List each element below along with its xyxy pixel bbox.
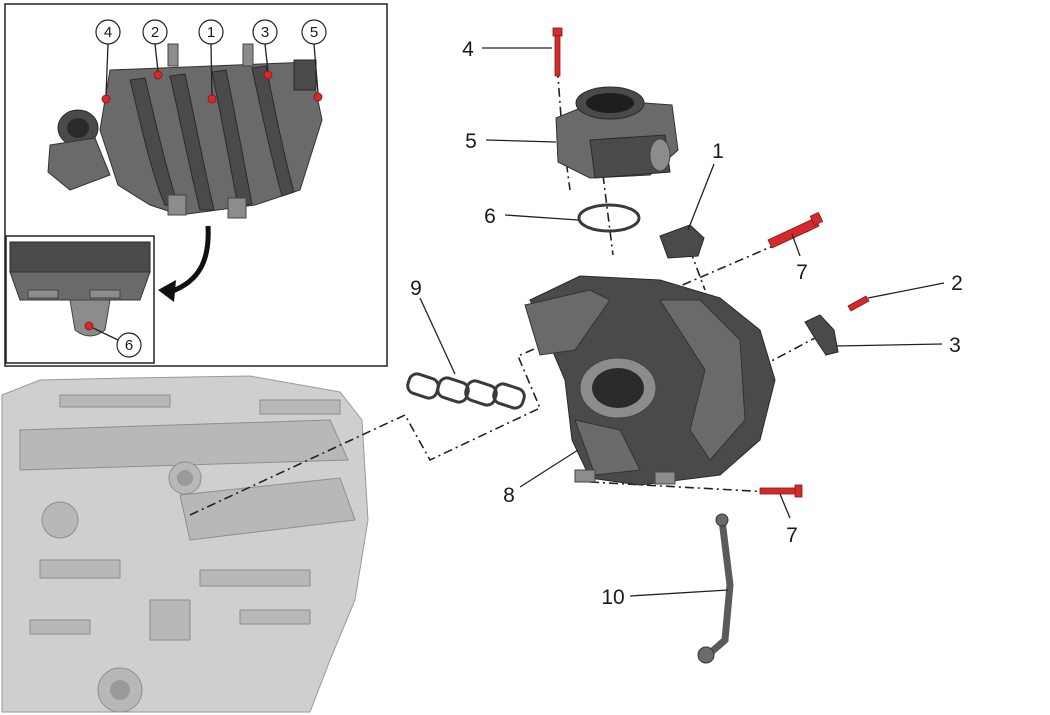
sub-inset: 6 bbox=[5, 235, 155, 364]
svg-text:7: 7 bbox=[786, 524, 798, 547]
curved-arrow-icon bbox=[169, 225, 211, 295]
bolt-7-top bbox=[767, 211, 824, 249]
inset-callout-5: 5 bbox=[301, 19, 327, 94]
throttle-body-5 bbox=[555, 86, 679, 179]
bolt-4 bbox=[552, 27, 563, 77]
svg-text:6: 6 bbox=[484, 205, 496, 228]
inset-callout-3: 3 bbox=[252, 19, 278, 72]
svg-text:2: 2 bbox=[951, 272, 963, 295]
inset-bolt-5 bbox=[313, 92, 323, 102]
svg-text:8: 8 bbox=[503, 484, 515, 507]
inset-callout-6: 6 bbox=[92, 327, 142, 358]
bolt-2 bbox=[847, 295, 870, 312]
inset-frame bbox=[4, 3, 388, 367]
callout-10: 10 bbox=[601, 586, 729, 609]
inset-panel: 4 2 1 3 5 bbox=[4, 3, 388, 367]
svg-text:10: 10 bbox=[601, 586, 624, 609]
inset-callout-4: 4 bbox=[95, 19, 121, 96]
svg-text:2: 2 bbox=[151, 24, 159, 41]
bracket-10 bbox=[697, 513, 734, 664]
bolt-7-bottom bbox=[759, 484, 803, 498]
inset-bolt-4 bbox=[101, 94, 111, 104]
callout-9: 9 bbox=[410, 277, 456, 375]
svg-text:1: 1 bbox=[712, 140, 724, 163]
svg-text:9: 9 bbox=[410, 277, 422, 300]
callout-7-top: 7 bbox=[791, 233, 808, 284]
callout-7-bottom: 7 bbox=[779, 493, 798, 547]
engine-block bbox=[1, 375, 369, 713]
sensor-3 bbox=[804, 314, 839, 356]
inset-bolt-2 bbox=[153, 70, 163, 80]
inset-callout-2: 2 bbox=[142, 19, 168, 72]
inset-callout-1: 1 bbox=[198, 19, 224, 96]
callout-3: 3 bbox=[835, 334, 961, 357]
callout-2: 2 bbox=[867, 272, 963, 299]
gaskets-9 bbox=[406, 372, 526, 410]
callout-4: 4 bbox=[462, 38, 552, 61]
inset-bolt-1 bbox=[207, 94, 217, 104]
o-ring-6 bbox=[577, 203, 641, 233]
svg-text:5: 5 bbox=[465, 130, 477, 153]
svg-text:3: 3 bbox=[261, 24, 269, 41]
svg-text:1: 1 bbox=[207, 24, 215, 41]
inset-bolt-6 bbox=[84, 321, 94, 331]
inset-manifold bbox=[47, 43, 323, 219]
callout-1: 1 bbox=[687, 140, 724, 231]
intake-manifold-8 bbox=[524, 275, 776, 486]
inset-bolt-3 bbox=[263, 70, 273, 80]
svg-text:5: 5 bbox=[310, 24, 318, 41]
callout-5: 5 bbox=[465, 130, 557, 153]
svg-text:3: 3 bbox=[949, 334, 961, 357]
svg-text:4: 4 bbox=[462, 38, 474, 61]
sensor-1 bbox=[659, 224, 705, 259]
callout-8: 8 bbox=[503, 449, 579, 507]
svg-text:6: 6 bbox=[125, 337, 133, 354]
svg-text:4: 4 bbox=[104, 24, 112, 41]
svg-text:7: 7 bbox=[796, 261, 808, 284]
callout-6: 6 bbox=[484, 205, 579, 228]
